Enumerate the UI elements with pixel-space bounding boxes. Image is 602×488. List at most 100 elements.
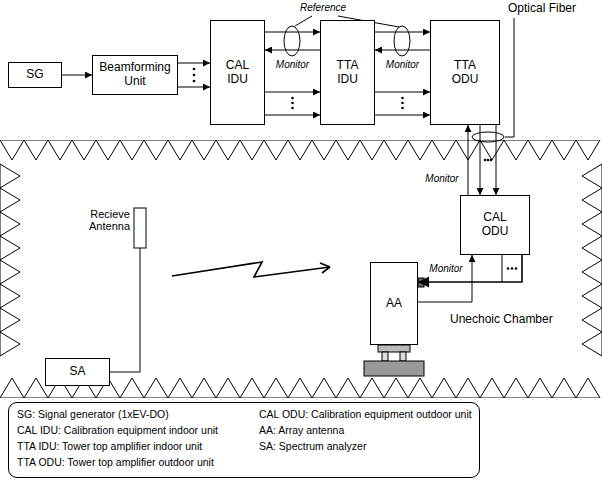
- connector-line: [418, 255, 472, 302]
- absorber-cone: [408, 378, 432, 398]
- absorber-cone: [0, 236, 20, 260]
- absorber-cone: [240, 378, 264, 398]
- pedestal-leg: [382, 352, 388, 361]
- chamber-label: Unechoic Chamber: [450, 312, 553, 326]
- ellipsis-dot: [507, 267, 510, 270]
- signal-connector: [375, 32, 430, 115]
- abbreviation-box: SG: Signal generator (1xEV-DO)CAL ODU: C…: [8, 402, 480, 478]
- box-label: TTA IDU: [333, 59, 362, 87]
- ellipsis-dot: [484, 159, 487, 162]
- connector-line: [480, 125, 481, 195]
- reference-label: Reference: [300, 2, 346, 13]
- absorber-cone: [582, 236, 602, 260]
- absorber-cone: [0, 164, 20, 188]
- signal-connector: [375, 50, 430, 51]
- process-box: SG: [8, 62, 62, 88]
- connector-line: [375, 32, 430, 33]
- absorber-cone: [582, 188, 602, 212]
- absorber-cone: [192, 140, 216, 160]
- equipment-box: TTA ODU: [430, 20, 500, 125]
- absorber-cone: [48, 140, 72, 160]
- abbreviation-entry: CAL ODU: Calibration equipment outdoor u…: [259, 408, 472, 420]
- box-label: CAL ODU: [473, 211, 517, 239]
- absorber-cone: [432, 140, 456, 160]
- absorber-cone: [312, 378, 336, 398]
- instrument-box: SA: [45, 358, 110, 386]
- monitor-label: Monitor: [424, 173, 459, 184]
- absorber-cone: [528, 378, 552, 398]
- ellipsis-dot: [401, 97, 404, 100]
- absorber-cone: [216, 140, 240, 160]
- connector-line: [178, 63, 210, 64]
- absorber-cone: [120, 140, 144, 160]
- ellipsis-dot: [487, 159, 490, 162]
- optical-fiber-label: Optical Fiber: [508, 2, 576, 15]
- fiber-bundle-ring: [394, 26, 410, 56]
- ellipsis-dot: [193, 80, 196, 83]
- connector-line: [496, 125, 497, 195]
- absorber-cone: [192, 378, 216, 398]
- absorber-cone: [168, 140, 192, 160]
- abbreviation-entry: TTA ODU: Tower top amplifier outdoor uni…: [17, 456, 214, 468]
- absorber-cone: [0, 260, 20, 284]
- signal-connector: [418, 255, 522, 282]
- connector-line: [178, 87, 210, 88]
- absorber-cone: [288, 140, 312, 160]
- absorber-cone: [120, 378, 144, 398]
- absorber-cone: [582, 284, 602, 308]
- absorber-cone: [432, 378, 456, 398]
- connector-line: [375, 92, 430, 93]
- box-label: Beamforming Unit: [97, 61, 173, 89]
- absorber-cone: [582, 212, 602, 236]
- antenna-label: Recieve Antenna: [66, 208, 130, 232]
- fiber-bundle-ring: [284, 26, 300, 56]
- absorber-cone: [144, 378, 168, 398]
- connector-line: [62, 75, 92, 76]
- equipment-box: TTA IDU: [320, 20, 375, 125]
- absorber-cone: [552, 378, 576, 398]
- absorber-cone: [480, 140, 504, 160]
- absorber-cone: [0, 188, 20, 212]
- absorber-cone: [96, 140, 120, 160]
- absorber-cone: [504, 140, 528, 160]
- absorber-cone: [582, 308, 602, 332]
- absorber-cone: [0, 378, 24, 398]
- signal-connector: [418, 255, 472, 302]
- absorber-cone: [168, 378, 192, 398]
- absorber-cone: [72, 140, 96, 160]
- abbreviation-entry: SA: Spectrum analyzer: [259, 440, 366, 452]
- absorber-cone: [24, 140, 48, 160]
- absorber-cone: [240, 140, 264, 160]
- absorber-cone: [216, 378, 240, 398]
- absorber-cone: [0, 308, 20, 332]
- process-box: Beamforming Unit: [92, 55, 178, 95]
- box-label: CAL IDU: [223, 59, 252, 87]
- absorber-cone: [336, 378, 360, 398]
- absorber-cone: [360, 378, 384, 398]
- monitor-label: Monitor: [385, 59, 420, 70]
- absorber-cone: [0, 284, 20, 308]
- connector-line: [265, 32, 320, 33]
- box-label: SA: [69, 365, 85, 379]
- ellipsis-dot: [511, 267, 514, 270]
- receive-antenna-head: [134, 208, 146, 248]
- ellipsis-dot: [291, 97, 294, 100]
- radio-link-bolt: [172, 262, 330, 277]
- absorber-cone: [456, 140, 480, 160]
- ellipsis-dot: [193, 68, 196, 71]
- connector-line: [265, 92, 320, 93]
- absorber-cone: [336, 140, 360, 160]
- equipment-box: CAL ODU: [460, 195, 530, 255]
- signal-connector: [265, 50, 320, 51]
- absorber-cone: [144, 140, 168, 160]
- absorber-cone: [384, 378, 408, 398]
- absorber-cone: [576, 378, 600, 398]
- absorber-cone: [480, 378, 504, 398]
- ellipsis-dot: [515, 267, 518, 270]
- absorber-cone: [456, 378, 480, 398]
- absorber-cone: [408, 140, 432, 160]
- abbreviation-entry: AA: Array antenna: [259, 424, 344, 436]
- connector-line: [375, 50, 430, 51]
- absorber-cone: [0, 140, 24, 160]
- absorber-cone: [528, 140, 552, 160]
